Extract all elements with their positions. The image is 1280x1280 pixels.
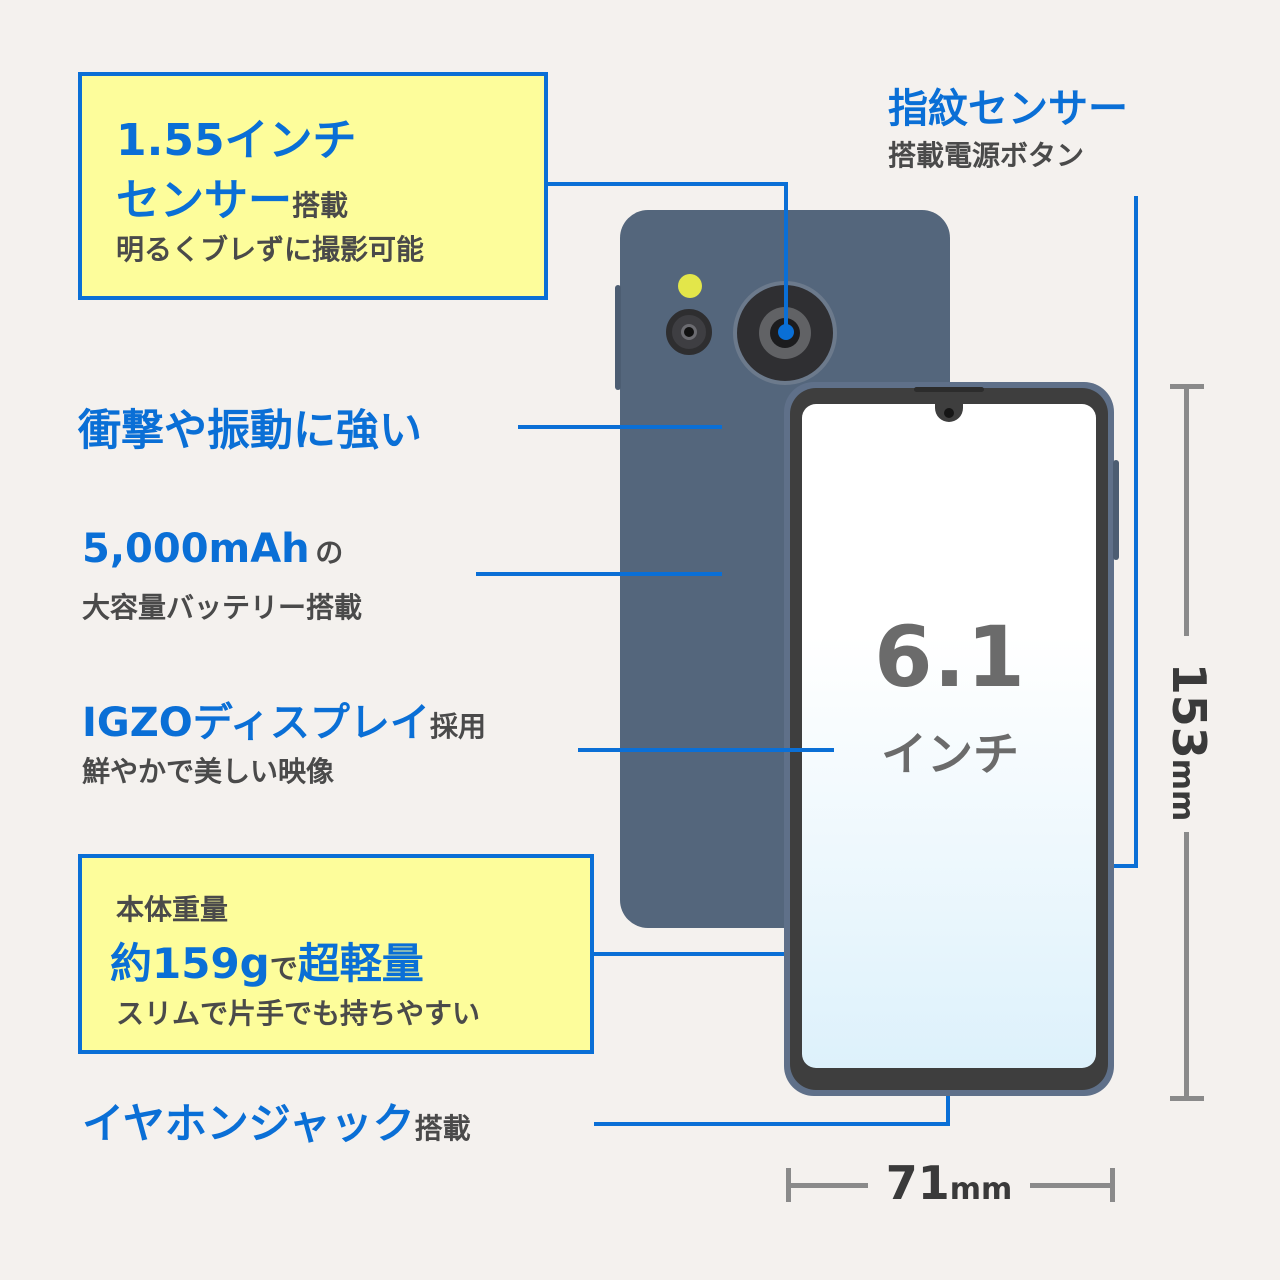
display-title: IGZOディスプレイ [82, 700, 430, 746]
display-title-line: IGZOディスプレイ採用 [82, 690, 486, 748]
earphone-title-line: イヤホンジャック搭載 [82, 1090, 471, 1151]
camera-sensor-line: センサー搭載 [116, 164, 348, 228]
screen-size-unit: インチ [881, 727, 1019, 781]
side-button-right [1113, 460, 1119, 560]
camera-sensor-size: 1.55インチ [116, 115, 357, 166]
camera-leader-line [546, 182, 788, 186]
weight-subtitle: スリムで片手でも持ちやすい [116, 997, 481, 1030]
secondary-camera-icon [666, 309, 712, 355]
height-dimension-line-lower [1184, 832, 1189, 1100]
battery-title-line: 5,000mAh の [82, 526, 343, 572]
battery-capacity: 5,000mAh [82, 526, 310, 572]
camera-leader-line-vertical [784, 182, 788, 332]
battery-particle: の [315, 536, 344, 569]
weight-particle: で [269, 952, 298, 985]
shock-leader-line [518, 425, 722, 429]
width-dimension-line-right [1030, 1183, 1114, 1188]
side-button-left [615, 285, 621, 390]
width-dimension-label: 71mm [868, 1156, 1030, 1210]
earphone-leader-line [594, 1122, 950, 1126]
height-dimension-bottom-cap [1170, 1096, 1204, 1101]
weight-value: 約159g [110, 939, 270, 988]
display-suffix: 採用 [429, 710, 486, 743]
front-camera-notch-icon [935, 404, 963, 422]
earphone-suffix: 搭載 [414, 1112, 471, 1145]
fingerprint-leader-line-horizontal [1114, 864, 1138, 868]
height-dimension-label: 153mm [1160, 642, 1216, 842]
display-leader-line [578, 748, 834, 752]
earphone-title: イヤホンジャック [82, 1099, 415, 1148]
earpiece-icon [914, 387, 984, 392]
fingerprint-leader-line [1134, 196, 1138, 868]
fingerprint-title: 指紋センサー [888, 86, 1128, 132]
screen-size-value: 6.1 [874, 608, 1026, 706]
width-dimension-right-cap [1110, 1168, 1115, 1202]
flash-icon [678, 274, 702, 298]
camera-callout-box: 1.55インチ センサー搭載 明るくブレずに撮影可能 [78, 72, 548, 300]
battery-subtitle: 大容量バッテリー搭載 [82, 591, 363, 624]
display-subtitle: 鮮やかで美しい映像 [82, 755, 335, 788]
phone-screen [802, 404, 1096, 1068]
phone-front [784, 382, 1114, 1096]
height-value: 153 [1162, 662, 1216, 759]
camera-sensor-label: センサー [116, 175, 292, 226]
weight-line: 約159gで超軽量 [110, 930, 424, 991]
battery-leader-line [476, 572, 722, 576]
earphone-leader-line-vertical [946, 1096, 950, 1126]
camera-leader-dot [778, 324, 794, 340]
fingerprint-subtitle: 搭載電源ボタン [888, 139, 1085, 172]
weight-emphasis: 超軽量 [297, 939, 424, 988]
width-value: 71 [885, 1156, 950, 1210]
width-unit: mm [949, 1172, 1013, 1207]
weight-leader-line [592, 952, 784, 956]
height-dimension-line-upper [1184, 384, 1189, 636]
camera-sensor-suffix: 搭載 [292, 189, 349, 222]
weight-label: 本体重量 [116, 893, 229, 926]
weight-callout-box: 本体重量 約159gで超軽量 スリムで片手でも持ちやすい [78, 854, 594, 1054]
height-unit: mm [1165, 758, 1200, 822]
shock-title: 衝撃や振動に強い [78, 406, 422, 456]
camera-callout-subtitle: 明るくブレずに撮影可能 [116, 233, 425, 266]
width-dimension-line-left [786, 1183, 868, 1188]
